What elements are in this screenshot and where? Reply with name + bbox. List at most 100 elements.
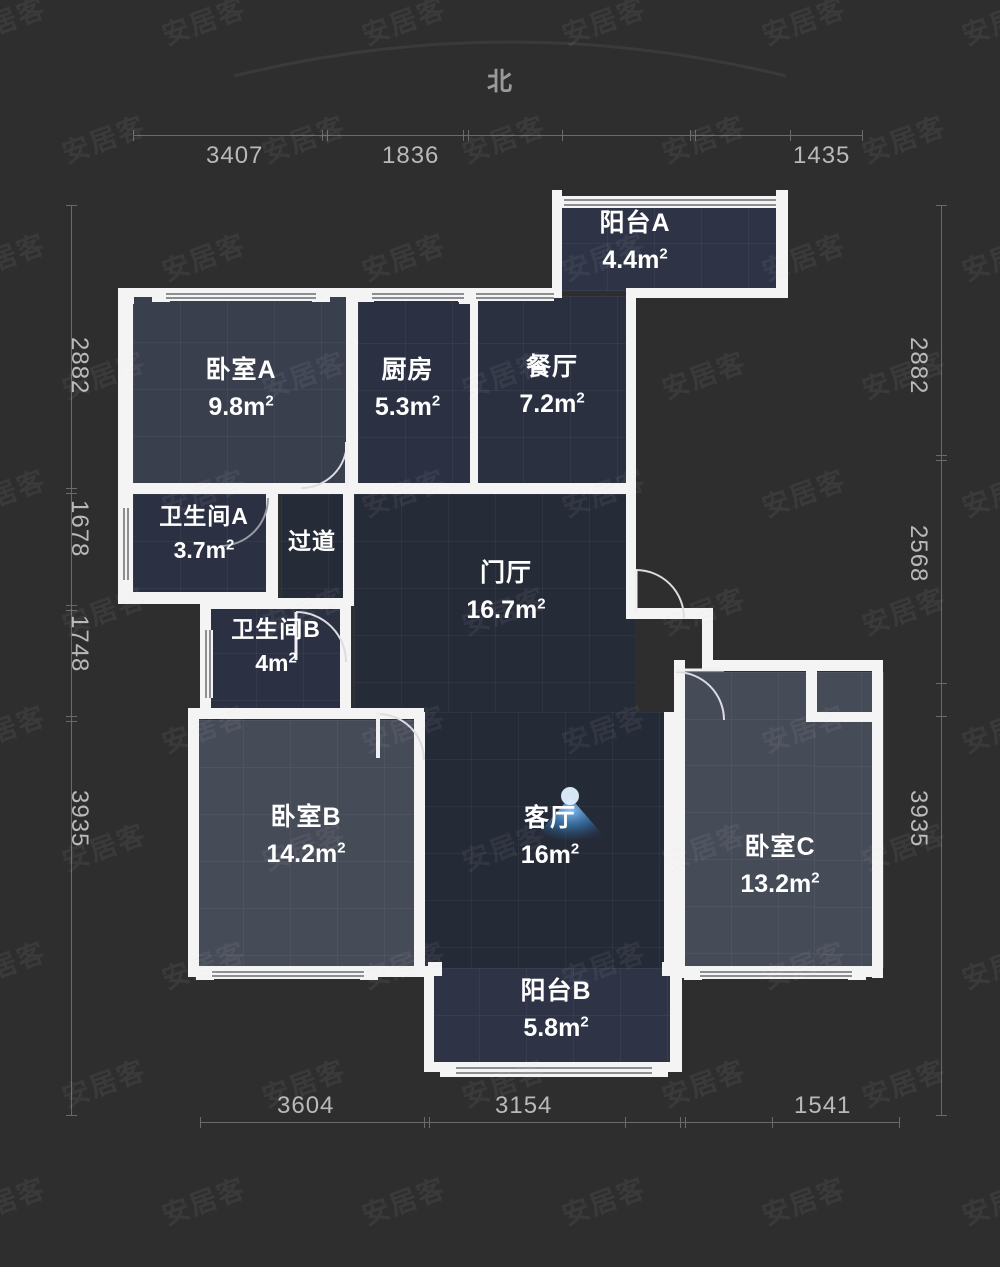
wall-living-right <box>664 712 675 974</box>
wall-kitchen-bottom <box>346 483 478 494</box>
wall-right-step2 <box>702 660 882 671</box>
wall-bedroom-b-top <box>188 708 424 719</box>
bottom-dimension-line <box>200 1122 900 1123</box>
room-living[interactable] <box>424 712 674 970</box>
dim-tick <box>936 716 947 717</box>
window-bedroom-b <box>212 968 364 979</box>
dim-tick <box>322 130 323 141</box>
dim-tick <box>695 130 696 141</box>
window-bedroom-c-jamb-left <box>684 966 702 980</box>
wall-foyer-left <box>414 712 425 974</box>
window-balcony-b <box>456 1064 652 1077</box>
left-dimension-line <box>71 205 72 1115</box>
window-bedroom-a-jamb-left <box>152 288 170 302</box>
wall-dining-bottom <box>470 483 636 494</box>
dim-tick <box>772 1117 773 1128</box>
wall-bedroom-a-bottom <box>118 483 358 494</box>
wall-dining-right <box>626 288 636 494</box>
door-opening-balcony-b-left <box>428 962 442 976</box>
compass-arc <box>233 40 787 78</box>
window-bedroom-c <box>700 968 852 979</box>
room-balcony-b[interactable] <box>432 968 680 1063</box>
dim-tick <box>66 205 77 206</box>
room-balcony-a[interactable] <box>560 196 785 291</box>
window-bedroom-a <box>166 290 316 301</box>
wall-bathroom-b-right <box>340 598 351 718</box>
wall-bathroom-a-right <box>266 486 278 604</box>
dim-tick <box>862 130 863 141</box>
door-opening-balcony-b-right <box>662 962 676 976</box>
dim-tick <box>66 605 77 606</box>
dim-tick <box>936 1115 947 1116</box>
dim-tick <box>936 460 947 461</box>
wall-right-step1 <box>626 608 712 619</box>
wall-bedroom-c-notch <box>806 660 817 718</box>
window-balcony-a <box>562 196 778 208</box>
wall-bedroom-c-left <box>674 660 685 978</box>
window-balcony-b-jamb-left <box>440 1062 460 1077</box>
window-kitchen <box>372 290 464 301</box>
wall-balcony-b-left <box>424 966 434 1072</box>
dim-tick <box>66 488 77 489</box>
wall-top-exterior <box>118 288 562 297</box>
bottom-dimension-3: 1541 <box>794 1092 852 1119</box>
top-dimension-3: 1435 <box>793 142 851 169</box>
window-bedroom-c-jamb-right <box>848 966 866 980</box>
window-kitchen-jamb-left <box>358 288 374 302</box>
dim-tick <box>327 130 328 141</box>
room-kitchen[interactable] <box>358 296 476 486</box>
north-label: 北 <box>487 68 513 96</box>
room-bedroom-a[interactable] <box>133 295 350 487</box>
wall-kitchen-right <box>470 296 478 486</box>
wall-right-ext <box>872 660 883 978</box>
dim-tick <box>680 1117 681 1128</box>
wall-bathroom-b-top <box>200 598 350 609</box>
dim-tick <box>690 130 691 141</box>
dim-tick <box>66 610 77 611</box>
wall-corridor-right <box>343 486 354 606</box>
wall-right-upper <box>626 488 636 618</box>
room-bedroom-c-upper <box>684 672 814 722</box>
dim-tick <box>899 1117 900 1128</box>
window-dining <box>476 290 554 301</box>
dim-tick <box>66 493 77 494</box>
bottom-dimension-2: 3154 <box>495 1092 553 1119</box>
wall-bedroom-b-left <box>188 708 199 976</box>
dim-tick <box>463 130 464 141</box>
room-dining[interactable] <box>476 296 626 486</box>
window-bathroom-b <box>202 630 213 698</box>
dim-tick <box>429 1117 430 1128</box>
wall-balcony-a-bottom <box>630 288 788 298</box>
dim-tick <box>66 716 77 717</box>
dim-tick <box>562 130 563 141</box>
room-bathroom-b[interactable] <box>209 606 346 711</box>
dim-tick <box>468 130 469 141</box>
room-foyer[interactable] <box>354 494 635 712</box>
wall-right-step1v <box>702 608 713 670</box>
dim-tick <box>625 1117 626 1128</box>
room-bedroom-b[interactable] <box>196 720 414 968</box>
wall-balcony-b-right <box>670 966 682 1072</box>
dim-tick <box>685 1117 686 1128</box>
dim-tick <box>66 721 77 722</box>
dim-tick <box>936 683 947 684</box>
top-dimension-1: 3407 <box>206 142 264 169</box>
dim-tick <box>936 205 947 206</box>
window-balcony-b-jamb-right <box>648 1062 668 1077</box>
window-bedroom-b-jamb-right <box>360 966 378 980</box>
dim-tick <box>936 455 947 456</box>
dim-tick <box>200 1117 201 1128</box>
dim-tick <box>66 1115 77 1116</box>
window-bathroom-a <box>120 508 131 580</box>
dim-tick <box>133 130 134 141</box>
top-dimension-2: 1836 <box>382 142 440 169</box>
room-bathroom-a[interactable] <box>133 494 273 594</box>
right-dimension-line <box>941 205 942 1115</box>
wall-bedroom-c-notch-h <box>806 712 876 722</box>
room-bedroom-c[interactable] <box>684 718 814 968</box>
dim-tick <box>424 1117 425 1128</box>
window-bedroom-a-jamb-right <box>312 288 330 302</box>
bottom-dimension-1: 3604 <box>277 1092 335 1119</box>
